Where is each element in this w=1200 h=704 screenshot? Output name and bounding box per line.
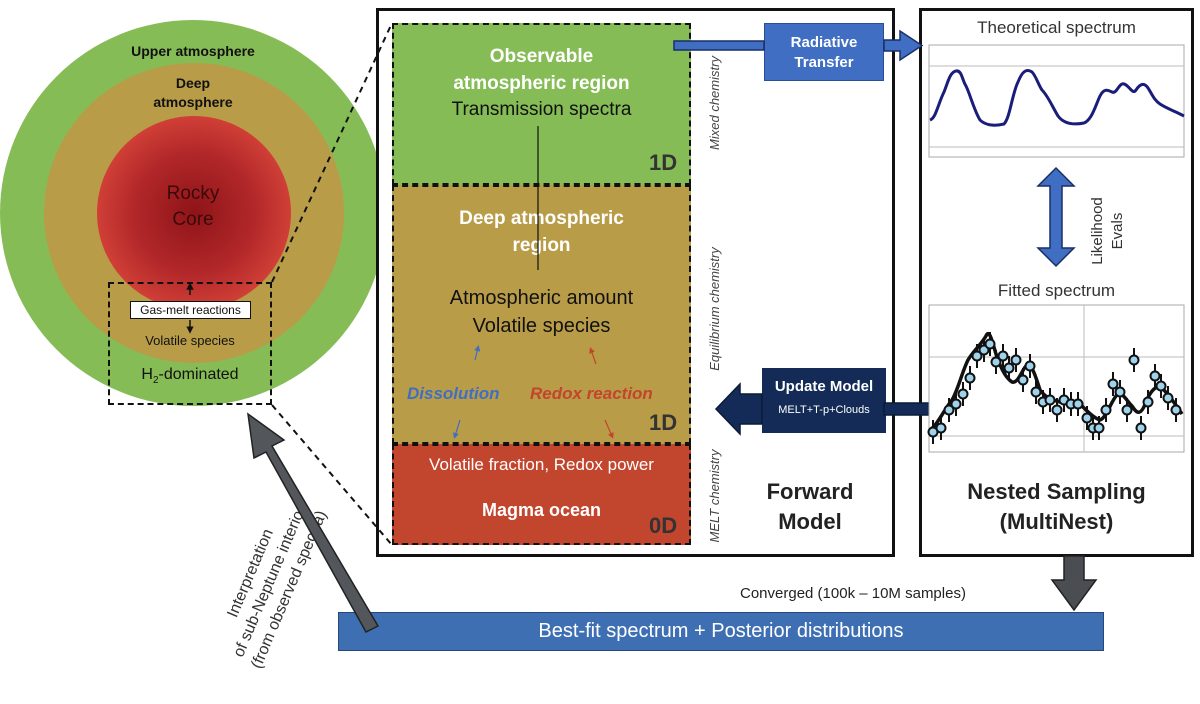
fit-data-point <box>1170 404 1182 416</box>
fit-data-point <box>1030 386 1042 398</box>
magma-ocean-label: Magma ocean <box>481 500 602 520</box>
dissolution-label: Dissolution <box>407 384 500 403</box>
h2-prefix: H <box>141 366 153 383</box>
atmospheric-amount-label: Atmospheric amount Volatile species <box>392 284 691 340</box>
deep-line2: region <box>512 235 571 256</box>
update-model-box: Update Model MELT+T-p+Clouds <box>762 368 886 433</box>
fit-data-point <box>1162 392 1174 404</box>
radiative-transfer-line2: Transfer <box>794 54 854 71</box>
interpretation-arrow <box>247 412 380 633</box>
observable-line2: atmospheric region <box>453 73 630 94</box>
fitted-data-points <box>927 332 1182 444</box>
h2-suffix: -dominated <box>158 366 239 383</box>
fit-data-point <box>984 338 996 350</box>
fit-data-point <box>1051 404 1063 416</box>
observable-line1: Observable <box>489 46 594 67</box>
observable-region-layer <box>392 23 691 185</box>
rocky-core-label: Rocky Core <box>143 181 243 233</box>
redox-reaction-label: Redox reaction <box>530 384 653 403</box>
theoretical-plot-frame <box>928 44 1185 158</box>
fit-data-point <box>1024 360 1036 372</box>
fit-data-point <box>1121 404 1133 416</box>
rt-to-spectrum-arrow <box>883 29 924 62</box>
forward-model-title-line1: Forward <box>766 479 854 504</box>
h2-sub: 2 <box>152 375 159 387</box>
theoretical-spectrum-plot <box>928 44 1185 158</box>
nested-sampling-title: Nested Sampling (MultiNest) <box>925 477 1188 537</box>
theoretical-spectrum-line <box>929 68 1185 127</box>
fit-data-point <box>1142 396 1154 408</box>
fit-data-point <box>1010 354 1022 366</box>
update-model-title: Update Model <box>774 378 874 395</box>
volatile-species-label: Volatile species <box>145 333 235 348</box>
dim-label-mid: 1D <box>649 410 678 435</box>
converged-label: Converged (100k – 10M samples) <box>740 585 966 602</box>
h2-dominated-label: H2-dominated <box>112 366 268 386</box>
zoom-line-top <box>271 22 393 283</box>
fit-data-point <box>1128 354 1140 366</box>
fit-data-point <box>1135 422 1147 434</box>
deep-atmosphere-line2: atmosphere <box>153 94 233 110</box>
fit-data-point <box>971 350 983 362</box>
fit-data-point <box>990 356 1002 368</box>
fit-data-point <box>1081 412 1093 424</box>
deep-atmosphere-line1: Deep <box>175 75 211 91</box>
nested-sampling-title-line1: Nested Sampling <box>967 479 1146 504</box>
observable-to-rt-arrow <box>673 40 765 51</box>
amount-line1: Atmospheric amount <box>449 287 634 309</box>
nested-sampling-title-line2: (MultiNest) <box>999 509 1114 534</box>
dim-label-bottom: 0D <box>649 513 678 538</box>
update-to-forward-arrow <box>714 382 763 436</box>
gas-melt-reactions-label: Gas-melt reactions <box>130 301 251 319</box>
radiative-transfer-line1: Radiative <box>790 34 858 51</box>
fitted-spectrum-label: Fitted spectrum <box>997 281 1116 300</box>
best-fit-result-bar: Best-fit spectrum + Posterior distributi… <box>338 612 1104 651</box>
rocky-core-line1: Rocky <box>166 183 220 204</box>
observable-region-title: Observable atmospheric region <box>392 43 691 97</box>
diagram-overlay <box>186 22 1185 633</box>
fit-data-point <box>1114 386 1126 398</box>
volatile-fraction-label: Volatile fraction, Redox power <box>429 455 654 474</box>
fit-data-point <box>997 350 1009 362</box>
fit-data-point <box>1100 404 1112 416</box>
fit-data-point <box>943 404 955 416</box>
fit-data-point <box>1003 362 1015 374</box>
zoom-line-bottom <box>271 404 393 546</box>
planet-rocky-core <box>97 116 291 310</box>
upper-atmosphere-label: Upper atmosphere <box>131 43 255 59</box>
radiative-transfer-box: Radiative Transfer <box>764 23 884 81</box>
theoretical-spectrum-label: Theoretical spectrum <box>977 18 1136 37</box>
dim-label-top: 1D <box>649 150 678 175</box>
redox-up-arrow <box>589 347 597 365</box>
fit-data-point <box>1072 398 1084 410</box>
fit-data-point <box>1017 374 1029 386</box>
converged-down-arrow <box>1050 555 1098 612</box>
fitted-spectrum-plot <box>927 304 1185 453</box>
dissolution-up-arrow <box>474 345 481 361</box>
magma-ocean-layer <box>392 444 691 545</box>
forward-model-title-line2: Model <box>778 509 842 534</box>
dissolution-down-arrow <box>453 419 461 439</box>
fit-data-point <box>1149 370 1161 382</box>
fit-data-point <box>1044 394 1056 406</box>
deep-atmosphere-label: Deep atmosphere <box>93 74 293 112</box>
fit-data-point <box>1093 422 1105 434</box>
amount-line2: Volatile species <box>472 315 611 337</box>
likelihood-double-arrow <box>1036 166 1076 268</box>
deep-region-layer <box>392 185 691 444</box>
deep-region-title: Deep atmospheric region <box>392 205 691 259</box>
fit-data-point <box>957 388 969 400</box>
fit-data-point <box>1155 380 1167 392</box>
fit-data-point <box>964 372 976 384</box>
fit-data-point <box>935 422 947 434</box>
redox-down-arrow <box>604 419 614 439</box>
fit-data-point <box>1107 378 1119 390</box>
rocky-core-line2: Core <box>172 209 214 230</box>
forward-model-title: Forward Model <box>735 477 885 537</box>
fit-data-point <box>950 398 962 410</box>
transmission-spectra-label: Transmission spectra <box>451 99 632 120</box>
update-model-sub: MELT+T-p+Clouds <box>778 404 870 416</box>
deep-line1: Deep atmospheric <box>459 208 624 229</box>
